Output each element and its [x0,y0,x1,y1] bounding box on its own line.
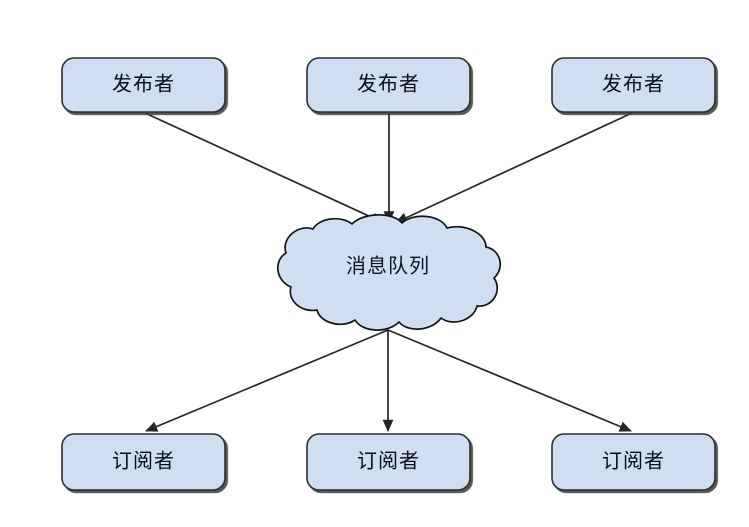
subscriber-node-1[interactable]: 订阅者 [61,433,226,491]
subscriber-box-3[interactable] [551,433,716,491]
subscriber-node-3[interactable]: 订阅者 [551,433,716,491]
message-queue-label: 消息队列 [346,255,430,278]
cloud-icon[interactable] [277,214,502,331]
publisher-box-3[interactable] [551,57,716,113]
edge-broker-to-subscriber-1 [145,329,389,432]
subscriber-label-3: 订阅者 [602,450,665,473]
edge-group-subscribe [145,329,632,432]
publisher-label-1: 发布者 [112,73,175,96]
publisher-node-1[interactable]: 发布者 [61,57,226,113]
publisher-box-1[interactable] [61,57,226,113]
publisher-node-3[interactable]: 发布者 [551,57,716,113]
publisher-label-2: 发布者 [357,73,420,96]
edge-group-publish [144,112,633,224]
subscriber-box-1[interactable] [61,433,226,491]
subscriber-label-2: 订阅者 [357,450,420,473]
message-queue-cloud-node[interactable]: 消息队列 [277,214,502,331]
edge-publisher-1-to-broker [144,112,384,224]
edge-broker-to-subscriber-3 [387,329,632,432]
publisher-node-2[interactable]: 发布者 [306,57,471,113]
subscriber-node-2[interactable]: 订阅者 [306,433,471,491]
subscriber-box-2[interactable] [306,433,471,491]
publisher-box-2[interactable] [306,57,471,113]
edge-publisher-3-to-broker [395,112,633,224]
subscriber-label-1: 订阅者 [112,450,175,473]
publisher-label-3: 发布者 [602,73,665,96]
